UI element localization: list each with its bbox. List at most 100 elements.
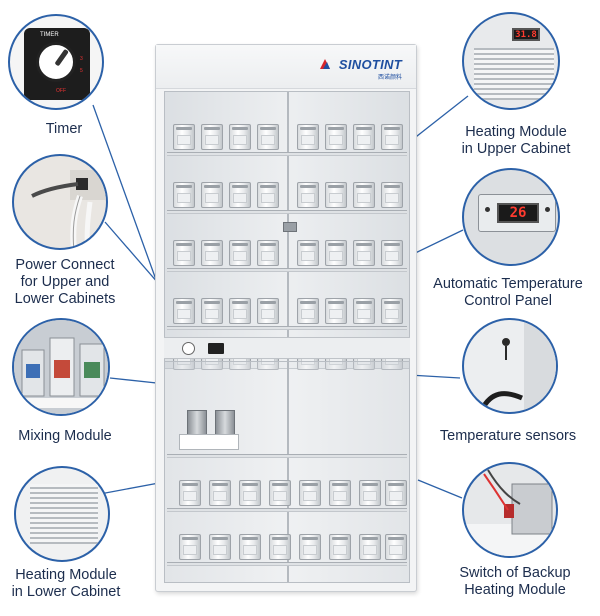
upper-cabinet-door xyxy=(164,91,410,370)
callout-timer: Timer xyxy=(45,121,83,137)
paint-can xyxy=(179,534,201,560)
paint-can xyxy=(173,240,195,266)
mixing-module-icon xyxy=(14,320,108,414)
paint-can xyxy=(201,182,223,208)
paint-cabinet: SINOTINT 西诺颜料 xyxy=(155,44,417,592)
paint-can xyxy=(201,298,223,324)
control-strip xyxy=(164,337,410,359)
paint-can xyxy=(353,124,375,150)
shelf xyxy=(167,562,407,566)
paint-can xyxy=(209,480,231,506)
brand-logo-icon xyxy=(320,59,330,69)
paint-can xyxy=(297,298,319,324)
paint-can xyxy=(269,534,291,560)
callout-line-text: Heating Module xyxy=(15,567,117,583)
paint-can xyxy=(229,182,251,208)
cabinet-header: SINOTINT 西诺颜料 xyxy=(156,45,416,89)
paint-can xyxy=(299,534,321,560)
shelf xyxy=(167,454,407,458)
paint-can xyxy=(381,298,403,324)
backup-switch-zoom-circle xyxy=(462,462,558,558)
mixing-module-box xyxy=(179,434,239,450)
upper-heating-module xyxy=(283,222,297,232)
shelf xyxy=(167,268,407,272)
paint-can xyxy=(381,182,403,208)
paint-can xyxy=(325,182,347,208)
paint-can xyxy=(201,240,223,266)
callout-line-text: Heating Module xyxy=(464,582,566,598)
timer-zoom-circle: TIMER 3 5 OFF xyxy=(8,14,104,110)
paint-can xyxy=(179,480,201,506)
temperature-control-panel: 26 xyxy=(478,194,556,232)
shelf xyxy=(167,508,407,512)
paint-can xyxy=(353,182,375,208)
temp-sensor-zoom-circle xyxy=(462,318,558,414)
paint-can xyxy=(353,240,375,266)
paint-can xyxy=(325,240,347,266)
callout-line-text: in Upper Cabinet xyxy=(461,141,571,157)
callout-line-text: for Upper and xyxy=(20,274,110,290)
paint-can xyxy=(239,480,261,506)
brand-sub-text: 西诺颜料 xyxy=(377,75,402,81)
backup-switch-line xyxy=(417,479,463,499)
paint-can xyxy=(299,480,321,506)
callout-mixing-module: Mixing Module xyxy=(18,428,112,444)
paint-can xyxy=(325,124,347,150)
paint-can xyxy=(173,182,195,208)
paint-can xyxy=(173,298,195,324)
backup-switch-icon xyxy=(464,469,556,556)
panel-button[interactable] xyxy=(485,207,490,212)
lower-door-split xyxy=(287,362,289,582)
timer-dial-title: TIMER xyxy=(40,32,59,38)
paint-can xyxy=(269,480,291,506)
heating-grille-icon xyxy=(474,48,554,100)
callout-heating-upper: Heating Module in Upper Cabinet xyxy=(436,124,596,158)
callout-line-text: in Lower Cabinet xyxy=(11,584,121,600)
lower-cabinet-door xyxy=(164,361,410,583)
paint-can xyxy=(257,124,279,150)
paint-can xyxy=(173,124,195,150)
callout-line-text: Switch of Backup xyxy=(459,565,571,581)
paint-can xyxy=(297,240,319,266)
paint-can xyxy=(381,124,403,150)
shelf xyxy=(167,326,407,330)
power-connect-zoom-circle xyxy=(12,154,108,250)
heating-upper-zoom-circle: 31.8 xyxy=(462,12,560,110)
paint-can xyxy=(329,480,351,506)
paint-can xyxy=(209,534,231,560)
heating-grille-icon xyxy=(30,484,98,544)
paint-can xyxy=(257,182,279,208)
power-cable-icon xyxy=(31,170,106,248)
callout-power-connect: Power Connect for Upper and Lower Cabine… xyxy=(0,257,130,308)
shelf xyxy=(167,152,407,156)
timer-mark: OFF xyxy=(56,88,66,94)
upper-temp-display: 31.8 xyxy=(512,28,540,41)
timer-knob[interactable] xyxy=(182,342,195,355)
paint-can xyxy=(297,182,319,208)
paint-can xyxy=(297,124,319,150)
temperature-sensor-icon xyxy=(481,320,556,412)
paint-can xyxy=(325,298,347,324)
mixing-module-zoom-circle xyxy=(12,318,110,416)
panel-button[interactable] xyxy=(545,207,550,212)
shelf xyxy=(167,210,407,214)
power-switch[interactable] xyxy=(208,343,224,354)
temp-control-zoom-circle: 26 xyxy=(462,168,560,266)
heating-lower-zoom-circle xyxy=(14,466,110,562)
paint-can xyxy=(239,534,261,560)
callout-line-text: Power Connect xyxy=(15,257,115,273)
paint-can xyxy=(229,298,251,324)
control-temp-display: 26 xyxy=(497,203,539,223)
callout-line-text: Automatic Temperature xyxy=(433,276,583,292)
callout-backup-switch: Switch of Backup Heating Module xyxy=(440,565,590,599)
timer-mark: 5 xyxy=(80,68,83,74)
callout-line-text: Control Panel xyxy=(464,293,552,309)
paint-can xyxy=(229,240,251,266)
paint-can xyxy=(359,534,381,560)
paint-can xyxy=(359,480,381,506)
paint-can xyxy=(257,240,279,266)
callout-line-text: Heating Module xyxy=(465,124,567,140)
paint-can xyxy=(353,298,375,324)
timer-mark: 3 xyxy=(80,56,83,62)
paint-can xyxy=(381,240,403,266)
